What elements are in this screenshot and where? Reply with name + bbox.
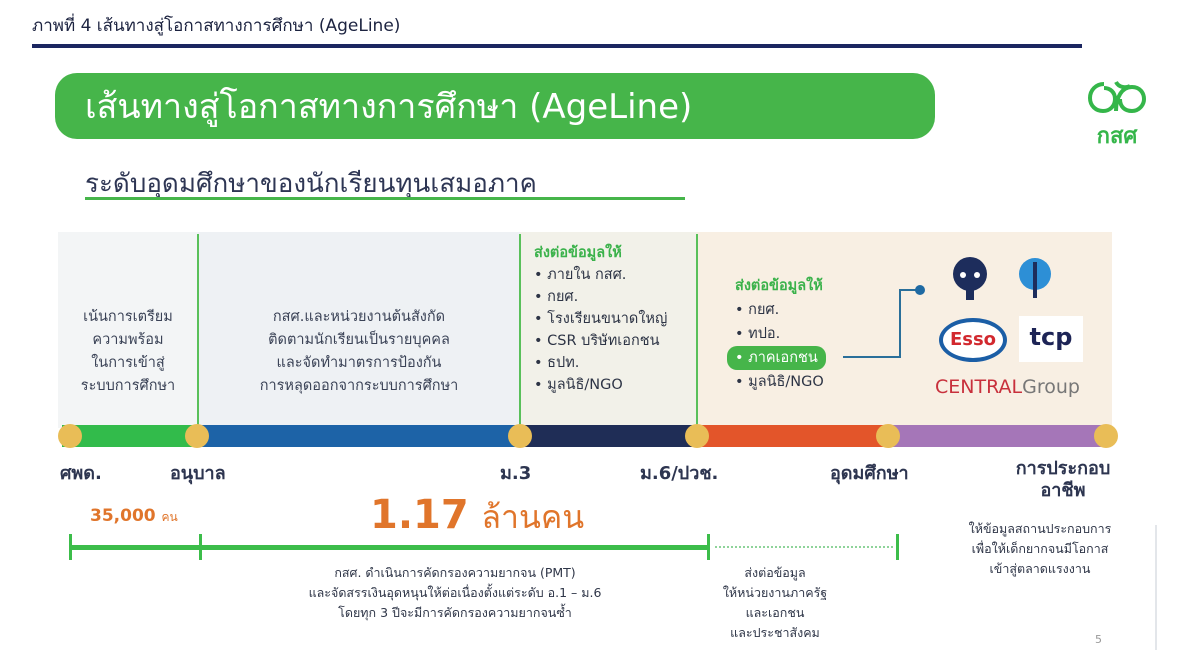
stage-label: อนุบาล: [170, 463, 226, 484]
central-group-logo: CENTRALGroup: [935, 376, 1080, 398]
panel-text: และจัดทำมาตรการป้องกัน: [276, 355, 442, 371]
note-line: ให้หน่วยงานภาครัฐ: [722, 585, 828, 600]
slide-edge: [1155, 525, 1157, 650]
list-heading: ส่งต่อข้อมูลให้: [735, 278, 823, 294]
central-text: CENTRAL: [935, 376, 1023, 398]
tick: [199, 534, 202, 560]
handoff-dotted-line: [715, 546, 893, 548]
list-item: • กยศ.: [735, 302, 780, 318]
eef-logo: กสศ: [1082, 78, 1152, 153]
note-line: และจัดสรรเงินอุดหนุนให้ต่อเนื่องตั้งแต่ร…: [308, 585, 602, 600]
tick: [707, 534, 710, 560]
panel-text: ความพร้อม: [92, 332, 164, 348]
divider: [696, 234, 698, 428]
panel-school: กสศ.และหน่วยงานต้นสังกัด ติดตามนักเรียนเ…: [198, 232, 520, 428]
panel-preschool: เน้นการเตรียม ความพร้อม ในการเข้าสู่ ระบ…: [58, 232, 198, 428]
stage-label: ศพด.: [60, 463, 102, 484]
segment-preschool: [62, 425, 198, 447]
list-item: • มูลนิธิ/NGO: [534, 377, 623, 393]
handoff-note: ส่งต่อข้อมูล ให้หน่วยงานภาครัฐ และเอกชน …: [700, 563, 850, 643]
milestone-dot: [876, 424, 900, 448]
stage-label: ม.6/ปวช.: [640, 463, 719, 484]
student-count: 1.17 ล้านคน: [370, 492, 584, 543]
tick: [69, 534, 72, 560]
count-value: 1.17: [370, 492, 469, 538]
foundation-logo-tree-icon: [953, 257, 987, 300]
stage-label: การประกอบ: [1015, 458, 1111, 479]
stage-label: อาชีพ: [1040, 480, 1086, 501]
panel-text: กสศ.และหน่วยงานต้นสังกัด: [272, 309, 446, 325]
slide-subtitle: ระดับอุดมศึกษาของนักเรียนทุนเสมอภาค: [85, 169, 537, 199]
list-item: • CSR บริษัทเอกชน: [534, 333, 660, 349]
logo-mark-icon: [1087, 80, 1147, 114]
note-line: ให้ข้อมูลสถานประกอบการ: [968, 521, 1112, 536]
panel-text: ติดตามนักเรียนเป็นรายบุคคล: [268, 332, 450, 348]
stage-label: อุดมศึกษา: [830, 463, 909, 484]
header-divider: [32, 44, 1082, 48]
logo-text: กสศ: [1096, 124, 1138, 149]
panel-text: การหลุดออกจากระบบการศึกษา: [259, 378, 459, 394]
list-item-highlight: • ภาคเอกชน: [727, 346, 826, 370]
note-line: เข้าสู่ตลาดแรงงาน: [989, 561, 1091, 576]
panel-upper-secondary: ส่งต่อข้อมูลให้ • ภายใน กสศ. • กยศ. • โร…: [520, 232, 697, 428]
count-value: 35,000: [90, 506, 156, 526]
note-line: และประชาสังคม: [730, 625, 820, 640]
milestone-dot: [185, 424, 209, 448]
career-note: ให้ข้อมูลสถานประกอบการ เพื่อให้เด็กยากจน…: [940, 519, 1140, 579]
count-unit: ล้านคน: [481, 498, 585, 536]
list-item: • ทปอ.: [735, 326, 781, 342]
page-number: 5: [1095, 633, 1102, 646]
stage-label: ม.3: [500, 463, 532, 484]
slide-title: เส้นทางสู่โอกาสทางการศึกษา (AgeLine): [55, 73, 935, 139]
note-line: กสศ. ดำเนินการคัดกรองความยากจน (PMT): [334, 565, 576, 580]
preschool-count: 35,000 คน: [90, 506, 178, 527]
pmt-note: กสศ. ดำเนินการคัดกรองความยากจน (PMT) และ…: [255, 563, 655, 623]
panel-higher-ed: ส่งต่อข้อมูลให้ • กยศ. • ทปอ. • ภาคเอกชน…: [697, 232, 1112, 428]
panel-text: ในการเข้าสู่: [91, 355, 165, 371]
connector-line: [843, 285, 925, 358]
tick: [896, 534, 899, 560]
list-item: • โรงเรียนขนาดใหญ่: [534, 311, 668, 327]
stage-label-career: การประกอบอาชีพ: [998, 458, 1128, 502]
milestone-dot: [508, 424, 532, 448]
divider: [519, 234, 521, 428]
note-line: และเอกชน: [745, 605, 805, 620]
tcp-logo: tcp: [1019, 316, 1083, 362]
list-item: • กยศ.: [534, 289, 579, 305]
segment-primary: [197, 425, 520, 447]
milestone-dot: [685, 424, 709, 448]
segment-upper: [697, 425, 888, 447]
coverage-line: [70, 545, 710, 550]
milestone-dot: [58, 424, 82, 448]
figure-caption: ภาพที่ 4 เส้นทางสู่โอกาสทางการศึกษา (Age…: [32, 16, 401, 36]
count-unit: คน: [161, 510, 178, 524]
group-text: Group: [1022, 376, 1080, 398]
note-line: โดยทุก 3 ปีจะมีการคัดกรองความยากจนซ้ำ: [338, 605, 572, 620]
esso-logo: Esso: [939, 318, 1007, 362]
segment-secondary: [520, 425, 697, 447]
list-heading: ส่งต่อข้อมูลให้: [534, 245, 622, 261]
list-item: • ภายใน กสศ.: [534, 267, 627, 283]
panel-text: เน้นการเตรียม: [83, 309, 173, 325]
note-line: ส่งต่อข้อมูล: [744, 565, 806, 580]
list-item: • ธปท.: [534, 355, 580, 371]
subtitle-underline: [85, 197, 685, 200]
segment-higher: [888, 425, 1106, 447]
panel-text: ระบบการศึกษา: [80, 378, 176, 394]
note-line: เพื่อให้เด็กยากจนมีโอกาส: [971, 541, 1109, 556]
milestone-dot: [1094, 424, 1118, 448]
divider: [197, 234, 199, 428]
list-item: • มูลนิธิ/NGO: [735, 374, 824, 390]
foundation-logo-globe-icon: [1019, 258, 1051, 298]
